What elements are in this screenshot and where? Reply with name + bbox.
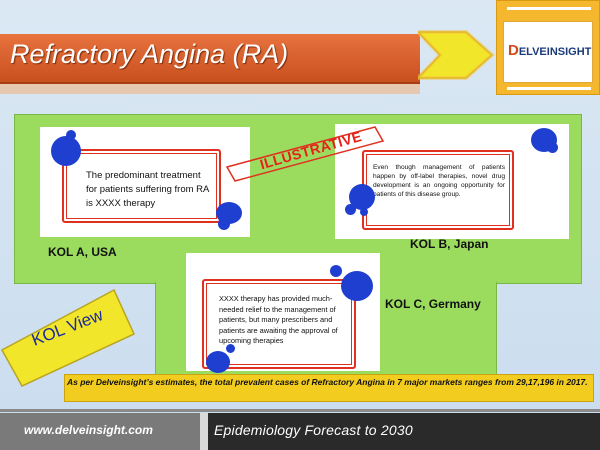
bubble-dot [66,130,76,140]
logo-panel: DELVEINSIGHT [496,0,600,95]
bubble-dot [345,204,356,215]
title-underline-strip [0,84,420,94]
bubble-dot [341,271,373,301]
kol-a-quote: The predominant treatment for patients s… [86,170,209,209]
chevron-arrow-icon [418,30,496,80]
kol-b-label: KOL B, Japan [410,237,489,251]
kol-view-tag [0,288,135,387]
bubble-dot [71,153,79,161]
title-bar: Refractory Angina (RA) [0,34,420,84]
footer-gap [200,413,208,450]
logo: DELVEINSIGHT [503,21,593,83]
footer-tagline: Epidemiology Forecast to 2030 [214,422,413,438]
kol-card-a: The predominant treatment for patients s… [40,127,250,237]
logo-wordmark: ELVEINSIGHT [518,46,592,58]
footer-divider [0,409,600,412]
illustrative-stamp-frame [225,126,385,182]
bubble-dot [206,351,230,373]
bubble-dot [226,344,235,353]
kol-c-quote: XXXX therapy has provided much-needed re… [219,294,338,345]
kol-b-quote: Even though management of patients happe… [373,164,505,198]
kol-card-c: XXXX therapy has provided much-needed re… [186,253,380,373]
bubble-dot [51,136,81,166]
bubble-dot [547,142,558,153]
estimate-banner: As per Delveinsight’s estimates, the tot… [64,374,594,402]
footer-website-block: www.delveinsight.com [0,413,200,450]
estimate-text: As per Delveinsight’s estimates, the tot… [67,377,588,387]
website-link[interactable]: www.delveinsight.com [24,423,153,437]
bubble-dot [218,218,230,230]
bubble-dot [360,208,368,216]
page-title: Refractory Angina (RA) [10,39,289,69]
bubble-dot [330,265,342,277]
kol-c-label: KOL C, Germany [385,297,481,311]
logo-initial: D [508,42,519,59]
quote-frame [62,149,221,223]
kol-a-label: KOL A, USA [48,245,117,259]
quote-frame [202,279,356,369]
footer-tagline-block: Epidemiology Forecast to 2030 [208,413,600,450]
